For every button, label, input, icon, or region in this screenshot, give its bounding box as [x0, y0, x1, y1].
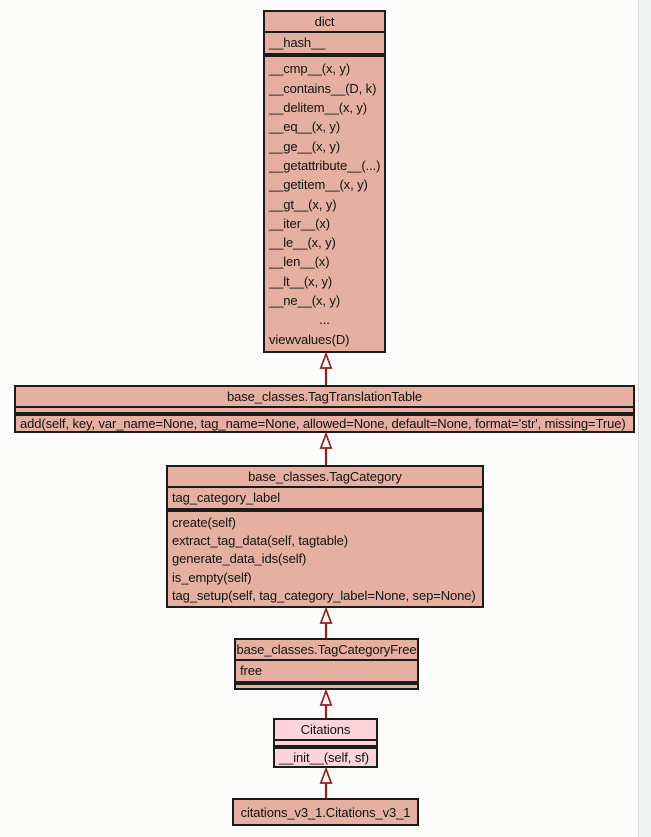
class-attribute: tag_category_label — [172, 490, 281, 505]
class-method: is_empty(self) — [172, 569, 252, 585]
class-method: __init__(self, sf) — [279, 750, 369, 765]
class-title: citations_v3_1.Citations_v3_1 — [240, 804, 411, 820]
class-method: generate_data_ids(self) — [172, 551, 307, 567]
inheritance-arrow — [319, 351, 332, 385]
class-node-dict: dict __hash__ __cmp__(x, y) __contains__(D,… — [263, 10, 386, 353]
class-attribute: __hash__ — [269, 35, 326, 50]
attributes-compartment — [16, 406, 633, 414]
class-method: __getitem__(x, y) — [269, 177, 368, 193]
attributes-compartment — [275, 739, 376, 747]
class-method: __eq__(x, y) — [269, 119, 341, 135]
hollow-triangle-arrowhead — [319, 766, 332, 784]
class-title: base_classes.TagCategoryFree — [236, 642, 417, 657]
class-method: __len__(x) — [269, 254, 330, 270]
class-title: base_classes.TagTranslationTable — [226, 389, 423, 404]
class-attribute: free — [240, 663, 263, 678]
methods-compartment: __init__(self, sf) — [275, 747, 376, 766]
class-method: __ge__(x, y) — [269, 138, 341, 154]
inheritance-arrow — [319, 688, 332, 718]
class-title: dict — [314, 14, 335, 29]
canvas-right-edge-line — [638, 0, 639, 837]
class-method: __lt__(x, y) — [269, 273, 333, 289]
class-title: base_classes.TagCategory — [248, 469, 402, 484]
ellipsis-row: ... — [319, 312, 330, 328]
inheritance-arrow — [319, 766, 332, 798]
class-method: __contains__(D, k) — [269, 80, 377, 96]
attributes-compartment: __hash__ — [265, 31, 384, 55]
class-node-tag_category: base_classes.TagCategory tag_category_lab… — [166, 465, 484, 608]
methods-compartment — [236, 683, 417, 688]
attributes-compartment: tag_category_label — [168, 486, 482, 510]
hollow-triangle-arrowhead — [319, 431, 332, 449]
outside-canvas-area — [639, 0, 651, 837]
class-method: extract_tag_data(self, tagtable) — [172, 533, 349, 549]
attributes-compartment: free — [236, 659, 417, 683]
methods-compartment: add(self, key, var_name=None, tag_name=N… — [16, 414, 633, 431]
class-method: __gt__(x, y) — [269, 196, 337, 212]
inheritance-arrow — [319, 606, 332, 638]
class-method: __ne__(x, y) — [269, 293, 341, 309]
hollow-triangle-arrowhead — [319, 688, 332, 706]
class-node-citations: Citations __init__(self, sf) — [273, 718, 378, 768]
class-node-tag_translation_table: base_classes.TagTranslationTable add(self… — [14, 385, 635, 433]
hollow-triangle-arrowhead — [319, 351, 332, 369]
inheritance-arrow — [319, 431, 332, 465]
class-method: tag_setup(self, tag_category_label=None,… — [172, 587, 476, 603]
class-title: Citations — [300, 722, 351, 737]
class-method: viewvalues(D) — [269, 331, 350, 347]
class-method: __iter__(x) — [269, 215, 331, 231]
class-node-citations_v3_1: citations_v3_1.Citations_v3_1 — [232, 798, 419, 826]
hollow-triangle-arrowhead — [319, 606, 332, 624]
methods-compartment: __cmp__(x, y) __contains__(D, k) __delitem… — [265, 55, 384, 351]
class-method: __cmp__(x, y) — [269, 61, 351, 77]
class-method: __le__(x, y) — [269, 235, 336, 251]
class-method: __getattribute__(...) — [269, 157, 381, 173]
class-method: __delitem__(x, y) — [269, 99, 368, 115]
class-method: add(self, key, var_name=None, tag_name=N… — [20, 416, 626, 431]
methods-compartment: create(self) extract_tag_data(self, tagta… — [168, 510, 482, 606]
class-method: create(self) — [172, 515, 236, 531]
